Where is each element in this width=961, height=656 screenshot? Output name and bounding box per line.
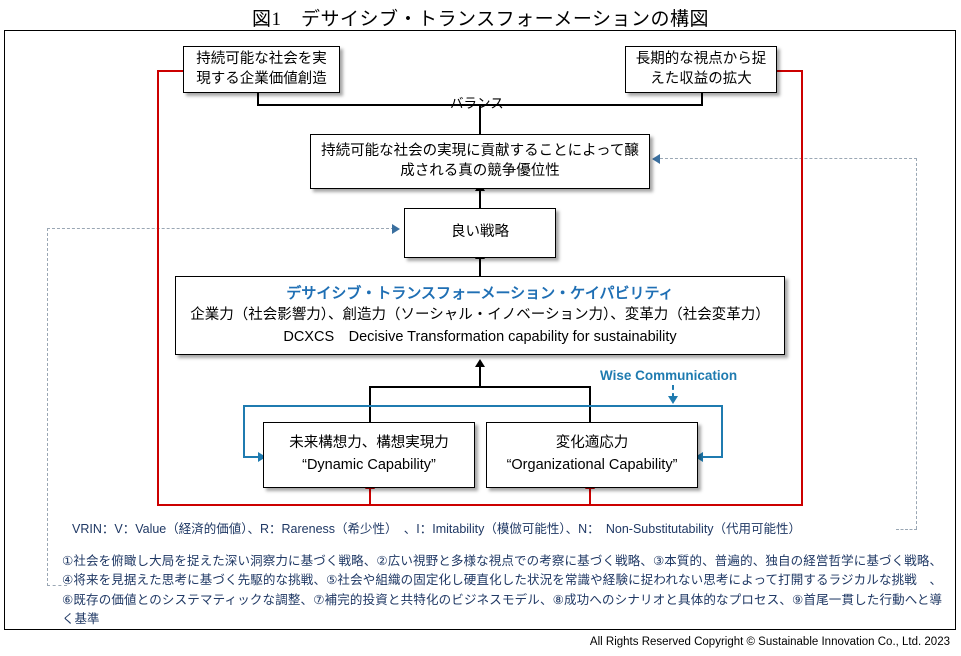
box-value-creation[interactable]: 持続可能な社会を実現する企業価値創造	[183, 46, 340, 93]
blue-loop-left-into-dynamic	[243, 456, 265, 458]
numbered-notes: ①社会を俯瞰し大局を捉えた深い洞察力に基づく戦略、②広い視野と多様な視点での考察…	[62, 554, 942, 627]
arrow-merge-to-capability	[475, 359, 485, 367]
dx-capability-en: DCXCS Decisive Transformation capability…	[283, 328, 677, 345]
line-merge-crossbar	[369, 386, 591, 388]
box-organizational-capability[interactable]: 変化適応力 “Organizational Capability”	[486, 422, 698, 488]
line-merge-stem	[479, 366, 481, 387]
dx-capability-jp: 企業力（社会影響力）、創造力（ソーシャル・イノベーション力）、変革力（社会変革力…	[190, 307, 770, 324]
red-path-bottom-rail	[157, 504, 803, 506]
balance-crossbar	[257, 104, 703, 106]
box-good-strategy[interactable]: 良い戦略	[404, 208, 556, 258]
box-profit-expansion[interactable]: 長期的な視点から捉えた収益の拡大	[625, 46, 777, 93]
blue-loop-right-into-organizational	[700, 456, 722, 458]
dashed-left-vertical	[47, 228, 48, 586]
balance-branch-right	[701, 80, 703, 106]
box-competitive-advantage-label: 持続可能な社会の実現に貢献することによって醸成される真の競争優位性	[321, 142, 639, 179]
dashed-arrow-into-advantage	[652, 154, 660, 164]
box-dx-capability[interactable]: デサイシブ・トランスフォーメーション・ケイパビリティ 企業力（社会影響力）、創造…	[175, 276, 785, 355]
blue-arrow-into-organizational	[695, 452, 703, 462]
blue-loop-right-vertical	[721, 405, 723, 458]
balance-label: バランス	[450, 96, 504, 111]
wise-communication-label: Wise Communication	[600, 368, 738, 383]
red-riser-organizational	[589, 488, 591, 506]
blue-loop-left-vertical	[243, 405, 245, 458]
red-path-right-stub	[775, 70, 803, 72]
line-capability-to-strategy	[479, 258, 481, 276]
dx-capability-title: デサイシブ・トランスフォーメーション・ケイパビリティ	[286, 284, 674, 302]
organizational-capability-en: “Organizational Capability”	[506, 457, 678, 473]
vrin-footnote: VRIN：V：Value（経済的価値）、R：Rareness（希少性） 、I：I…	[72, 522, 802, 536]
box-dynamic-capability[interactable]: 未来構想力、構想実現力 “Dynamic Capability”	[263, 422, 475, 488]
balance-stem-up	[479, 104, 481, 134]
dashed-left-top	[47, 228, 394, 229]
dashed-right-bottom-stub	[896, 529, 917, 530]
red-path-left-stub	[157, 70, 185, 72]
page-title: 図1 デサイシブ・トランスフォーメーションの構図	[252, 9, 709, 30]
dashed-right-vertical	[916, 158, 917, 529]
dashed-right-top	[660, 158, 917, 159]
box-competitive-advantage[interactable]: 持続可能な社会の実現に貢献することによって醸成される真の競争優位性	[310, 134, 650, 189]
wise-communication-arrow	[668, 396, 678, 404]
blue-arrow-into-dynamic	[258, 452, 266, 462]
blue-loop-top	[243, 405, 723, 407]
copyright-notice: All Rights Reserved Copyright © Sustaina…	[589, 636, 950, 648]
line-merge-left-drop	[369, 386, 371, 422]
line-strategy-to-advantage	[479, 190, 481, 208]
red-path-left-vertical	[157, 70, 159, 506]
dashed-arrow-into-good-strategy	[392, 224, 400, 234]
dashed-left-bottom-stub	[47, 585, 67, 586]
line-merge-right-drop	[589, 386, 591, 422]
box-good-strategy-label: 良い戦略	[451, 224, 509, 241]
red-path-right-vertical	[801, 70, 803, 506]
wise-communication-dashed-drop	[672, 385, 674, 398]
box-profit-expansion-label: 長期的な視点から捉えた収益の拡大	[635, 50, 767, 87]
dynamic-capability-en: “Dynamic Capability”	[302, 457, 436, 473]
red-riser-dynamic	[369, 488, 371, 506]
balance-branch-left	[257, 80, 259, 106]
box-value-creation-label: 持続可能な社会を実現する企業価値創造	[196, 50, 327, 87]
organizational-capability-jp: 変化適応力	[555, 435, 629, 452]
dynamic-capability-jp: 未来構想力、構想実現力	[289, 435, 449, 452]
